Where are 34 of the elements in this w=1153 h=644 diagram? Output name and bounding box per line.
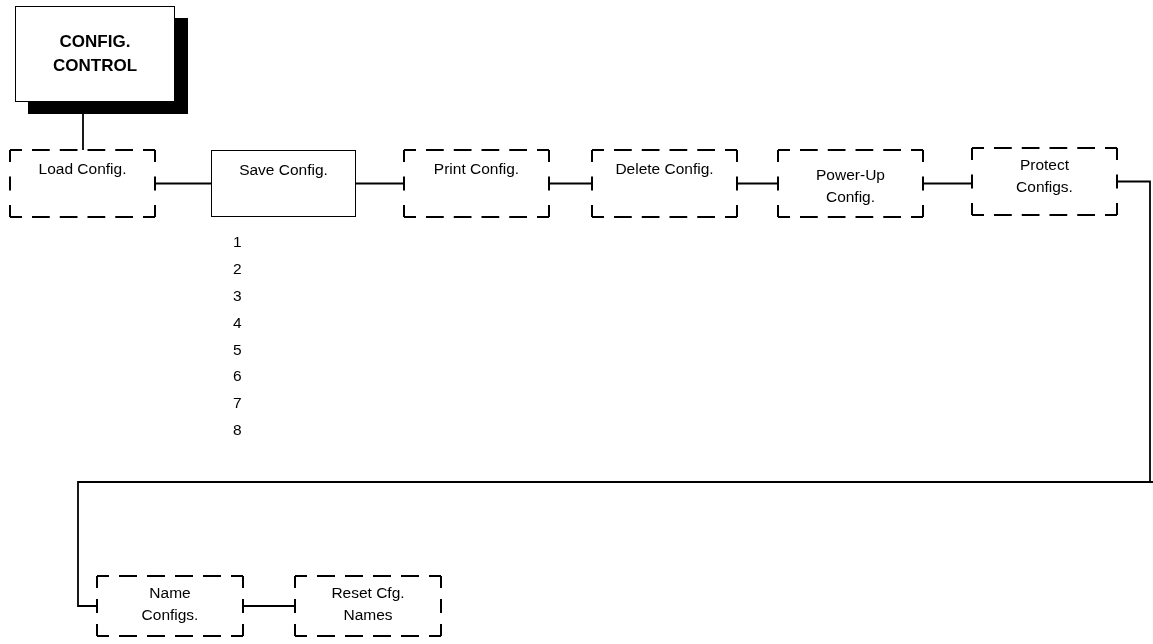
option-number: 7 — [233, 393, 242, 414]
connector-line — [922, 180, 973, 185]
option-number: 2 — [233, 258, 242, 279]
connector-line — [154, 182, 212, 185]
option-number: 5 — [233, 339, 242, 360]
menu-box — [211, 150, 356, 217]
option-number: 4 — [233, 312, 242, 333]
option-number: 8 — [233, 420, 242, 441]
connector-line — [548, 182, 593, 185]
menu-label: Load Config. — [37, 159, 128, 179]
dashed-menu-box — [778, 150, 923, 217]
connector-line — [355, 182, 405, 185]
menu-label: Print Config. — [432, 159, 521, 179]
menu-label: Power-Up Config. — [815, 165, 886, 207]
option-number: 1 — [233, 232, 242, 252]
dashed-menu-box — [97, 576, 243, 636]
dashed-menu-box — [972, 148, 1117, 215]
dashed-menu-box — [295, 576, 441, 636]
option-number: 3 — [233, 285, 242, 306]
dashed-menu-box — [10, 150, 155, 217]
connector-line — [82, 113, 84, 151]
menu-title-box — [15, 6, 188, 114]
menu-label: Delete Config. — [614, 159, 715, 179]
menu-label: Reset Cfg. Names — [330, 583, 406, 625]
connector-line — [242, 605, 296, 607]
connector-line — [736, 182, 779, 185]
option-number: 6 — [233, 366, 242, 387]
dashed-menu-box — [592, 150, 737, 217]
connector-line — [77, 180, 1153, 607]
menu-label: Save Config. — [238, 160, 329, 180]
dashed-menu-box — [404, 150, 549, 217]
menu-title: CONFIG. CONTROL — [51, 31, 138, 77]
menu-label: Protect Configs. — [1015, 155, 1074, 197]
menu-label: Name Configs. — [140, 583, 200, 625]
